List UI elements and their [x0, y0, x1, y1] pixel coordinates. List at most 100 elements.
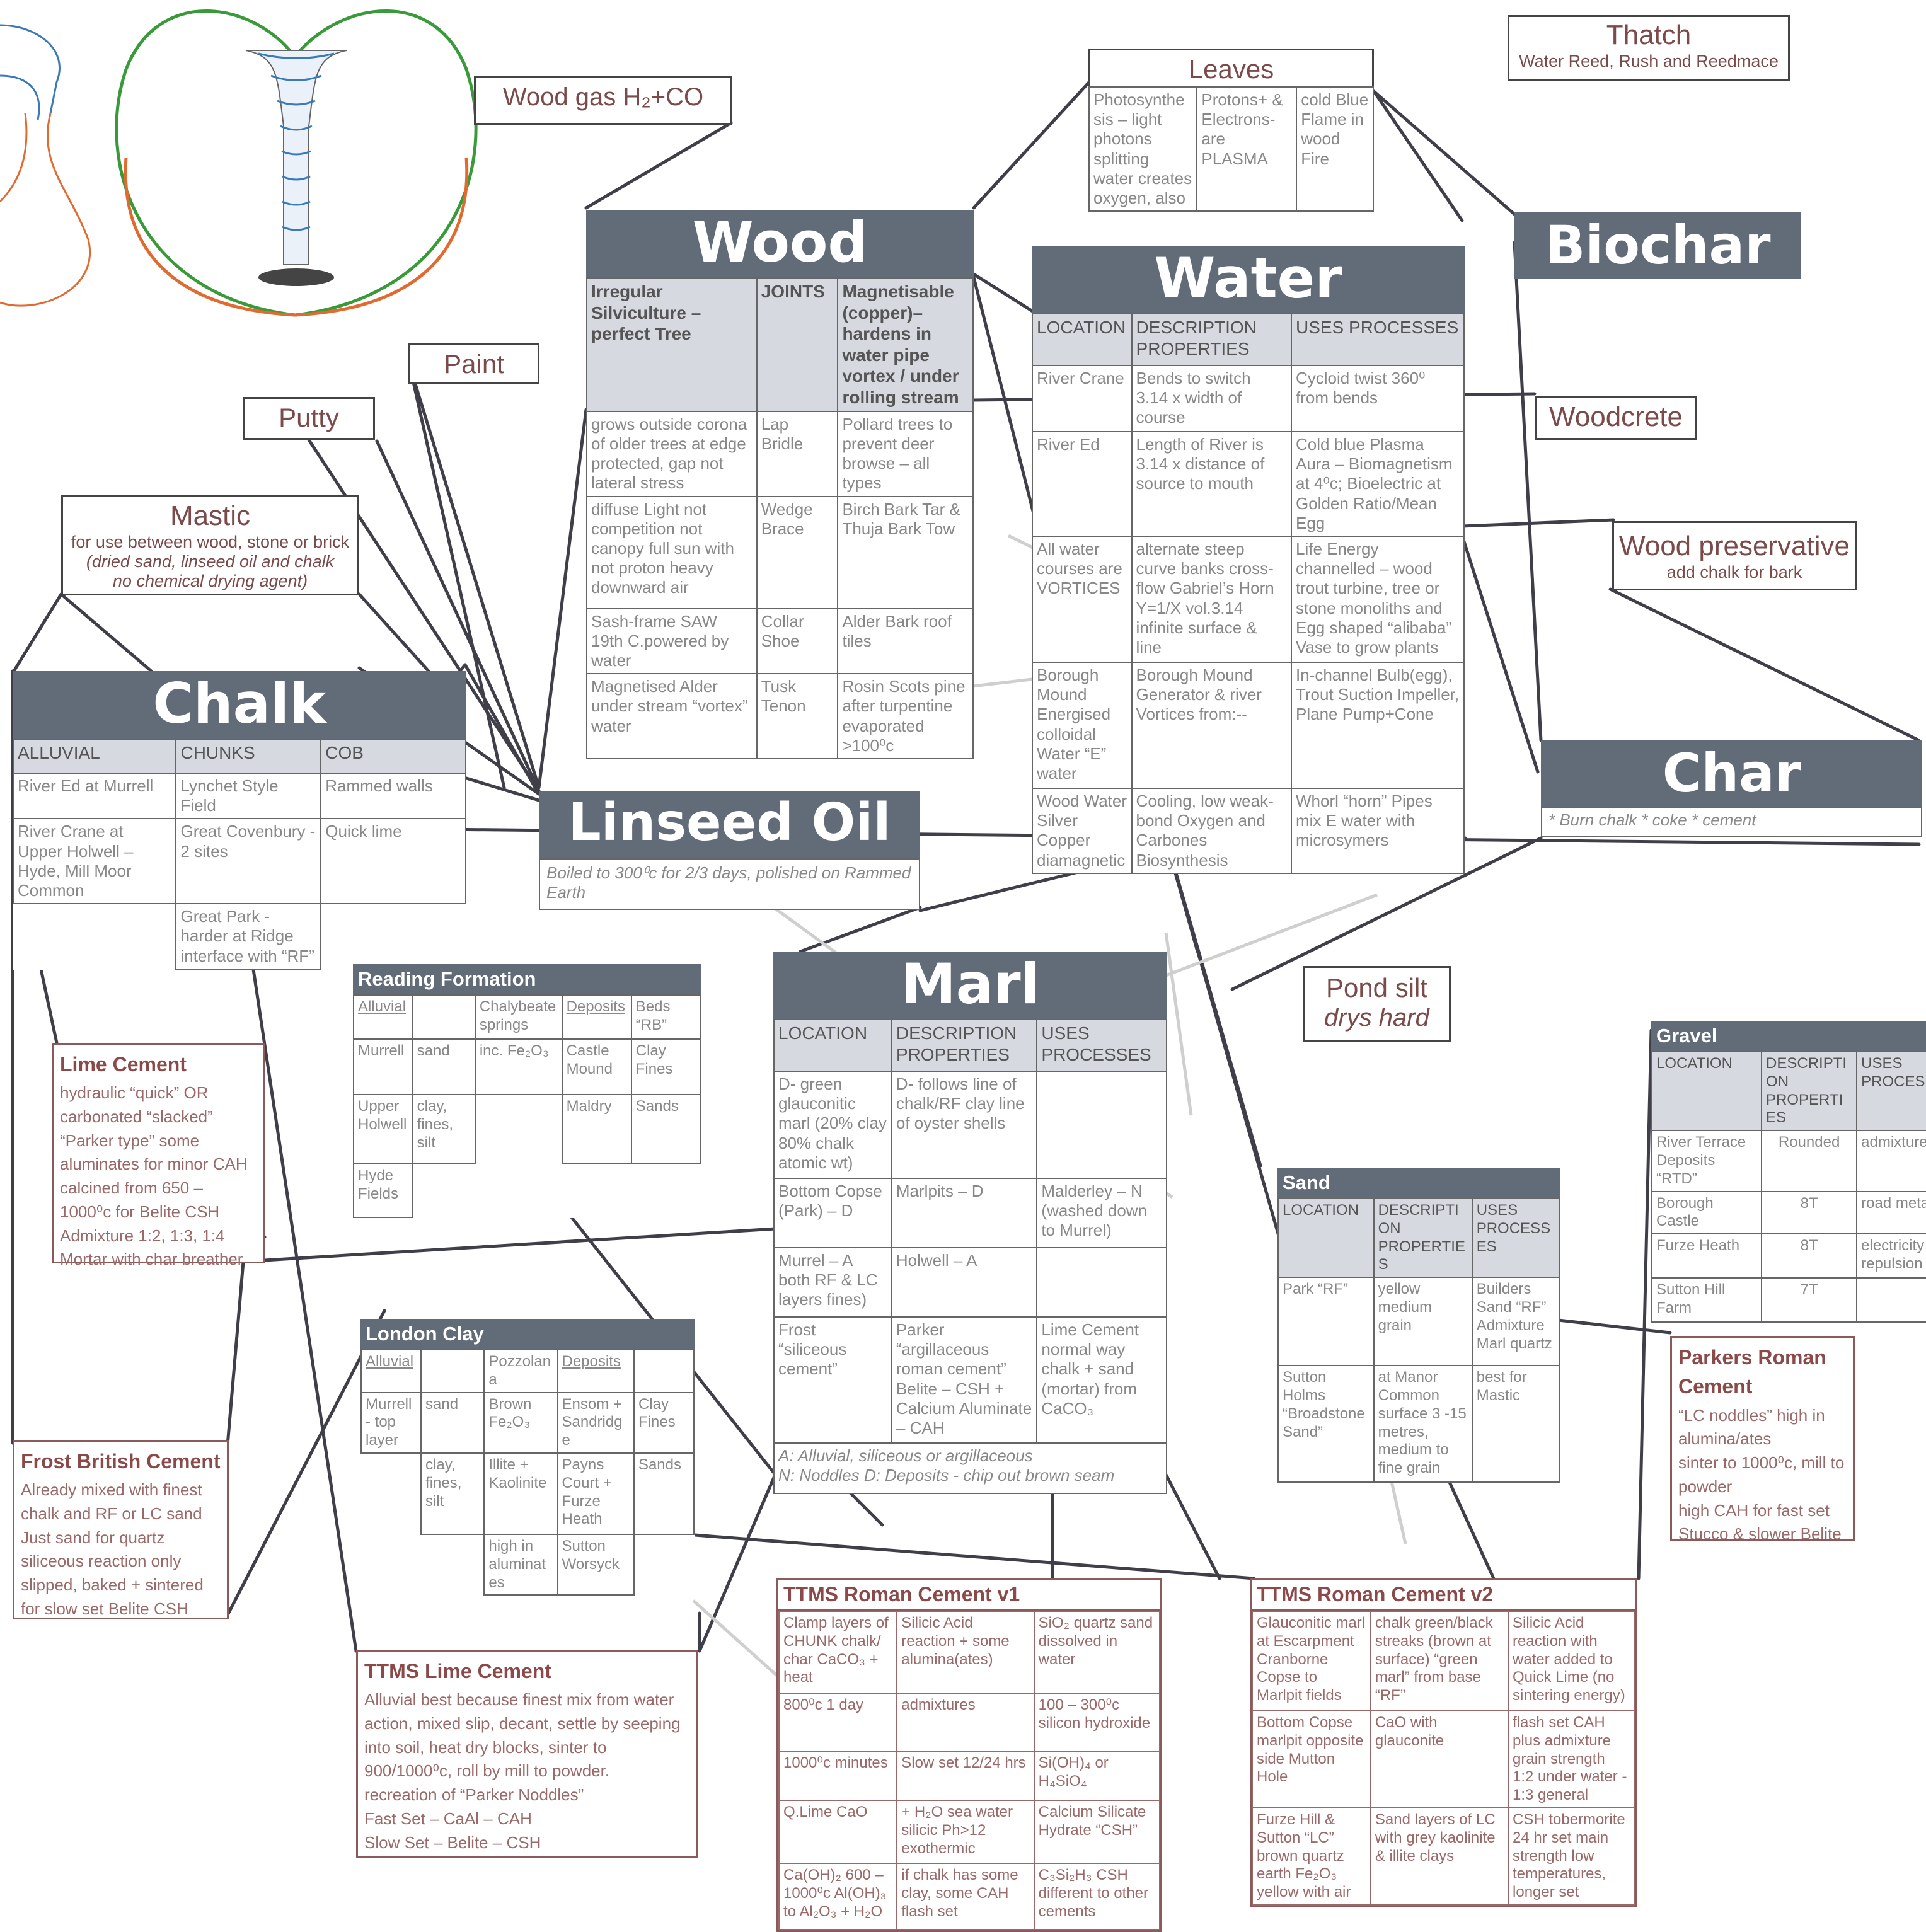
char-note: * Burn chalk * coke * cement [1541, 807, 1922, 837]
table-cell: Magnetised Alder under stream “vortex” w… [586, 673, 758, 760]
table-cell: SiO₂ quartz sand dissolved in water [1033, 1611, 1161, 1694]
vortex-funnel [245, 50, 347, 265]
table-header-cell: LOCATION [773, 1019, 892, 1072]
table-cell: Length of River is 3.14 x distance of so… [1131, 431, 1292, 537]
table-cell: Borough Mound Generator & river Vortices… [1131, 661, 1292, 789]
table-header-row: LOCATION DESCRIPTION PROPERTIES USES PRO… [1032, 313, 1465, 366]
table-header-cell: LOCATION [1651, 1050, 1763, 1132]
table-cell [420, 1349, 485, 1393]
table-cell: D- green glauconitic marl (20% clay 80% … [773, 1071, 892, 1179]
marl-title: Marl [773, 952, 1167, 1019]
table-cell: inc. Fe₂O₃ [474, 1038, 563, 1095]
leaves-label: Leaves [1088, 49, 1374, 88]
table-cell: Marlpits – D [891, 1178, 1038, 1248]
table-cell: Holwell – A [891, 1247, 1038, 1318]
table-header-cell: COB [320, 739, 466, 774]
table-cell: Clay Fines [630, 1038, 702, 1095]
table-cell: Bottom Copse marlpit opposite side Mutto… [1252, 1710, 1371, 1808]
table-cell: River Crane at Upper Holwell – Hyde, Mil… [12, 818, 177, 905]
london-clay-title: London Clay [360, 1319, 695, 1349]
connector-line [408, 364, 506, 790]
lime-cement-title: Lime Cement [60, 1053, 187, 1076]
table-cell: River Terrace Deposits “RTD” [1651, 1130, 1763, 1192]
table-cell: Brown Fe₂O₃ [483, 1391, 558, 1454]
table-cell: best for Mastic [1471, 1365, 1560, 1483]
table-cell: Deposits [561, 994, 632, 1040]
connector-line [698, 1473, 777, 1653]
table-cell: Furze Heath [1651, 1233, 1763, 1279]
table-row: Clamp layers of CHUNK chalk/ char CaCO₃ … [778, 1611, 1161, 1694]
table-cell: Wood Water Silver Copper diamagnetic [1032, 787, 1133, 874]
wood-card: Wood Irregular Silviculture – perfect Tr… [586, 210, 974, 760]
table-cell: Borough Castle [1651, 1190, 1763, 1235]
connector-line [685, 1532, 1256, 1580]
table-row: Q.Lime CaO+ H₂O sea water silicic Ph>12 … [778, 1800, 1161, 1864]
table-cell: Lime Cement normal way chalk + sand (mor… [1036, 1316, 1167, 1444]
table-cell: Rammed walls [320, 772, 466, 820]
table-cell: All water courses are VORTICES [1032, 535, 1133, 663]
lime-cement-line: calcined from 650 – 1000⁰c for Belite CS… [60, 1178, 220, 1221]
water-card: Water LOCATION DESCRIPTION PROPERTIES US… [1032, 246, 1465, 874]
vortex-spiral [258, 52, 335, 231]
marl-note-1: A: Alluvial, siliceous or argillaceous [778, 1446, 1033, 1465]
table-cell: Frost “siliceous cement” [773, 1316, 892, 1444]
connector-line [12, 592, 63, 673]
connector-line [972, 77, 1094, 210]
table-cell: Protons+ & Electrons- are PLASMA [1196, 86, 1298, 212]
table-cell: Sands [633, 1452, 695, 1535]
table-row: Frost “siliceous cement”Parker “argillac… [773, 1316, 1167, 1444]
table-cell: C₃Si₂H₃ CSH different to other cements [1033, 1863, 1161, 1930]
gravel-title: Gravel [1651, 1021, 1926, 1051]
table-cell [361, 1453, 421, 1534]
table-cell: Sutton Worsyck [556, 1533, 635, 1596]
frost-cement-line: Just sand for quartz siliceous reaction … [21, 1527, 182, 1571]
wood-preservative-label: Wood preservative add chalk for bark [1612, 521, 1857, 590]
table-cell: River Ed at Murrell [12, 772, 177, 820]
paint-label: Paint [408, 343, 539, 384]
connector-line [1372, 89, 1516, 216]
table-cell: Wedge Brace [756, 495, 839, 609]
linseed-oil-note: Boiled to 300⁰c for 2/3 days, polished o… [539, 858, 920, 910]
vase-outline-bottom [124, 157, 469, 317]
linseed-oil-title: Linseed Oil [539, 791, 920, 858]
table-cell: Lap Bridle [756, 410, 839, 497]
table-cell [631, 1164, 701, 1217]
table-cell: road meta [1856, 1190, 1926, 1235]
paint-title: Paint [444, 349, 504, 379]
connector-line [1460, 518, 1615, 528]
table-cell: sand [412, 1038, 476, 1095]
table-row: Borough Mound Energised colloidal Water … [1032, 661, 1465, 789]
leaves-title: Leaves [1188, 54, 1274, 84]
connector-line [357, 592, 430, 673]
table-cell: CaO with glauconite [1370, 1710, 1509, 1808]
table-cell: electricity repulsion [1856, 1233, 1926, 1279]
table-cell: Pozzolana [483, 1349, 558, 1393]
leaves-table-card: Photosynthesis – light photons splitting… [1088, 86, 1374, 212]
table-cell: 8T [1761, 1233, 1858, 1279]
table-cell: Rosin Scots pine after turpentine evapor… [837, 673, 974, 760]
table-row: diffuse Light not competition not canopy… [586, 495, 974, 609]
lime-cement-line: Mortar with char breather [60, 1250, 243, 1269]
table-cell: River Crane [1032, 365, 1133, 432]
char-title: Char [1541, 740, 1922, 807]
table-cell [421, 1534, 484, 1595]
table-cell: Murrell - top layer [360, 1391, 422, 1454]
table-cell: Life Energy channelled – wood trout turb… [1290, 535, 1465, 663]
table-cell [321, 904, 466, 969]
putty-label: Putty [243, 397, 375, 440]
table-cell: Furze Hill & Sutton “LC” brown quartz ea… [1252, 1807, 1371, 1906]
table-cell: Tusk Tenon [756, 673, 839, 760]
table-cell: Murrel – A both RF & LC layers fines) [773, 1247, 892, 1318]
connector-line [1164, 932, 1193, 1116]
table-cell: Ensom + Sandridge [556, 1391, 635, 1454]
pond-silt-subtitle: drys hard [1324, 1004, 1429, 1032]
ttms-roman-cement-v2-title: TTMS Roman Cement v2 [1252, 1580, 1635, 1611]
parkers-roman-cement-title: Parkers Roman Cement [1678, 1346, 1826, 1398]
thatch-label: Thatch Water Reed, Rush and Reedmace [1508, 15, 1790, 81]
table-cell: Great Covenbury - 2 sites [175, 818, 322, 905]
